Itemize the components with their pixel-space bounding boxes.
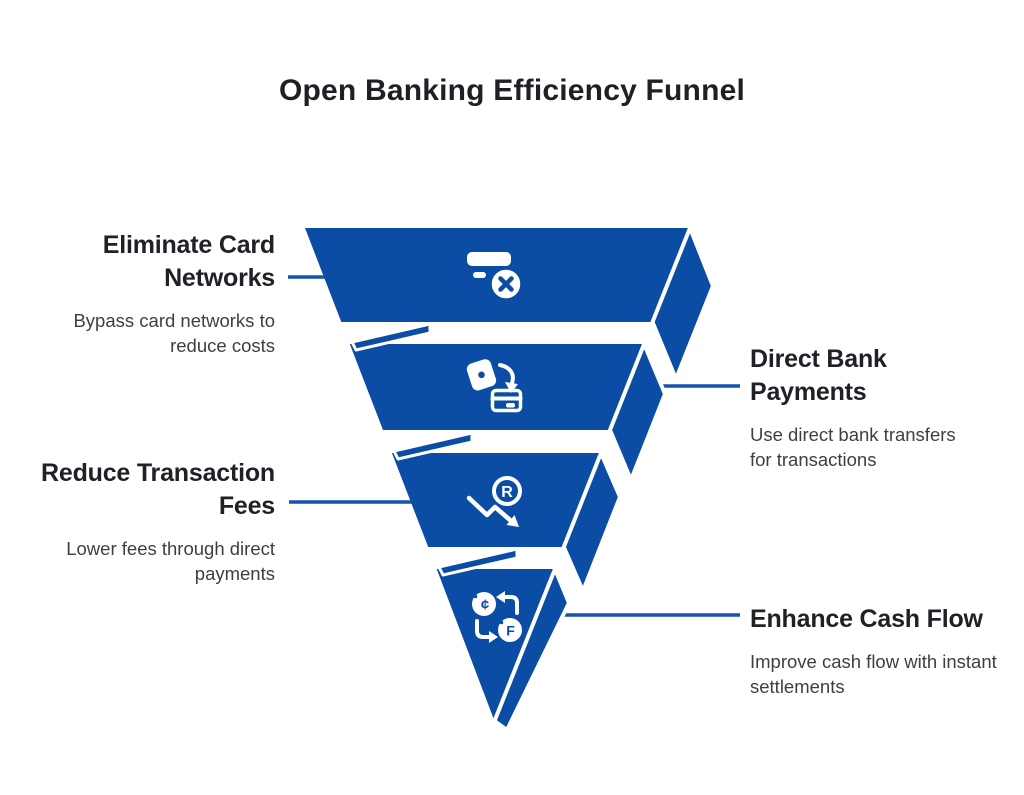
page-title: Open Banking Efficiency Funnel: [278, 74, 746, 107]
currency-exchange-icon: ¢ F: [472, 591, 522, 643]
step-description: Use direct bank transfers for transactio…: [750, 424, 956, 470]
label-direct-bank-payments: Direct Bank Payments Use direct bank tra…: [750, 343, 975, 472]
step-title: Reduce Transaction Fees: [41, 459, 275, 520]
step-description: Lower fees through direct payments: [66, 538, 275, 584]
funnel-tier-2-side: [608, 342, 667, 482]
funnel-tier-1-side: [650, 226, 715, 381]
funnel-tier-2-top-lip: [350, 322, 432, 352]
funnel-tier-4-top-lip: [437, 547, 519, 577]
funnel-tier-3-top-lip: [392, 431, 474, 461]
funnel-tier-4-front: [436, 569, 555, 721]
step-title: Enhance Cash Flow: [750, 605, 983, 633]
step-title: Direct Bank Payments: [750, 345, 887, 406]
wallet-card-transfer-icon: [466, 359, 523, 413]
step-description: Improve cash flow with instant settlemen…: [750, 651, 997, 697]
rand-fee-decrease-icon: R: [466, 476, 522, 527]
funnel-tier-3-side: [561, 451, 622, 593]
label-reduce-transaction-fees: Reduce Transaction Fees Lower fees throu…: [30, 457, 275, 586]
step-description: Bypass card networks to reduce costs: [73, 310, 275, 356]
franc-glyph: F: [506, 623, 515, 639]
cent-glyph: ¢: [481, 597, 489, 614]
funnel-tier-2-front: [349, 344, 645, 430]
label-eliminate-card-networks: Eliminate Card Networks Bypass card netw…: [45, 229, 275, 358]
funnel-tier-4-side: [492, 567, 571, 732]
rand-glyph: R: [501, 484, 513, 501]
label-enhance-cash-flow: Enhance Cash Flow Improve cash flow with…: [750, 603, 1010, 699]
card-declined-icon: [467, 252, 524, 302]
step-title: Eliminate Card Networks: [102, 231, 275, 292]
